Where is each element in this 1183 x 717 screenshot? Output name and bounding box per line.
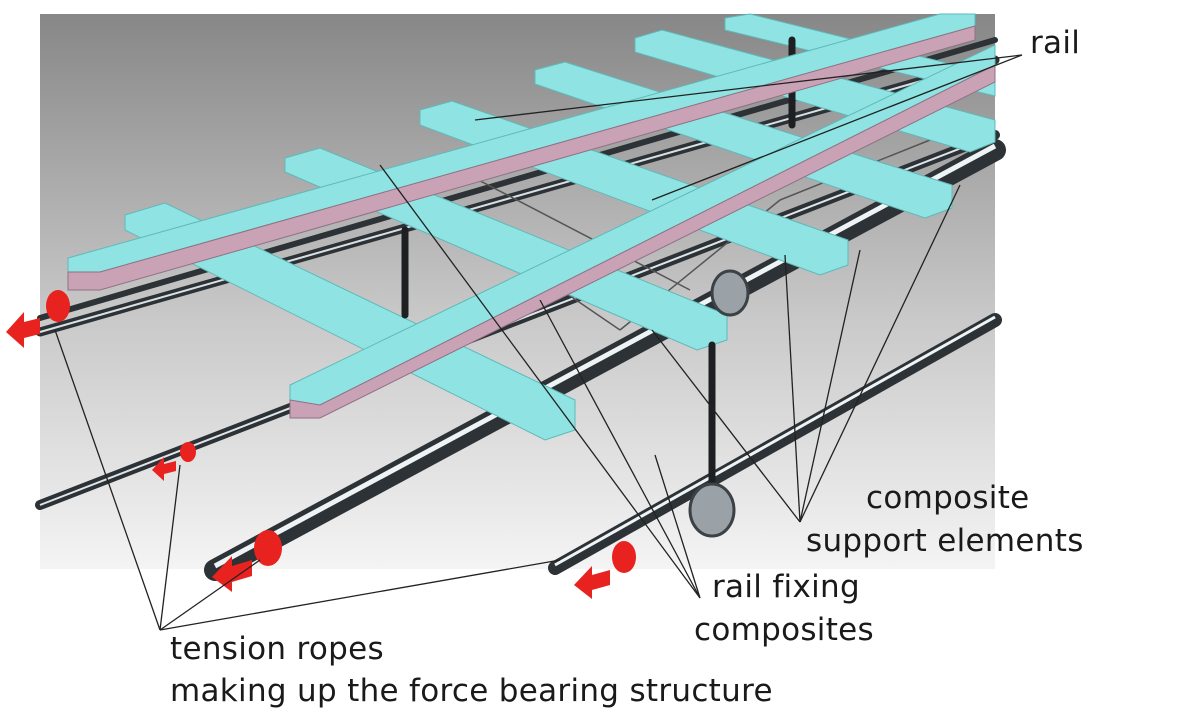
composite-support-label-line2: support elements [806,523,1084,559]
rope-highlight [213,143,997,569]
tension-arrows [6,312,610,599]
tension-arrow-icon [6,312,40,348]
rail-web [289,64,996,419]
rope-end-caps [46,290,636,573]
rail-fixing-composites [688,269,750,538]
tension-ropes-label-line1: tension ropes [170,631,384,667]
sleeper [124,202,576,441]
tension-rope [548,313,1002,575]
rails [67,13,996,419]
leader-lines [54,54,1023,631]
tension-arrow-icon [212,556,252,592]
rail-fixing-label-line2: composites [694,612,874,648]
rope-highlight [554,315,996,567]
tension-arrow-icon [152,457,176,481]
tension-ropes-label-line2: making up the force bearing structure [170,673,773,709]
fixing-collar [688,482,736,538]
tension-rope [204,139,1006,581]
rail-fixing-label-line1: rail fixing [712,569,860,605]
composite-support-label-line1: composite [866,480,1030,516]
rail-web [67,25,976,291]
fixing-collar [710,269,750,317]
rail-label: rail [1030,25,1081,61]
tension-arrow-icon [574,566,610,599]
